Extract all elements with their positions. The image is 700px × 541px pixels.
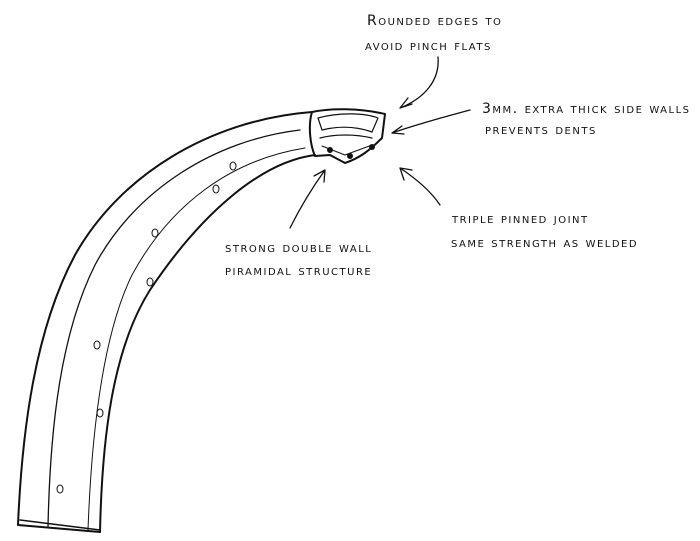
double-wall-line1: strong double wall (225, 240, 372, 256)
arrow-rounded-edges (400, 57, 438, 108)
side-walls-line1: 3mm. extra thick side walls (482, 101, 691, 117)
annotation-pinned-joint: triple pinned joint same strength as wel… (451, 211, 638, 251)
pinned-joint-line2: same strength as welded (451, 235, 638, 251)
annotation-side-walls: 3mm. extra thick side walls prevents den… (482, 101, 691, 138)
annotation-rounded-edges: Rounded edges to avoid pinch flats (365, 13, 502, 54)
rounded-edges-line1: Rounded edges to (367, 13, 502, 29)
arrow-double-wall (290, 170, 325, 228)
arrow-pinned-joint (400, 168, 440, 205)
rim-cross-section (310, 109, 385, 163)
double-wall-line2: piramidal structure (225, 263, 372, 279)
rounded-edges-line2: avoid pinch flats (365, 38, 492, 54)
side-walls-line2: prevents dents (485, 122, 597, 138)
rim-pin-holes (57, 162, 236, 493)
arrow-side-walls (392, 110, 470, 134)
annotation-double-wall: strong double wall piramidal structure (225, 240, 372, 279)
pinned-joint-line1: triple pinned joint (451, 211, 589, 227)
rim-profile (18, 112, 315, 532)
